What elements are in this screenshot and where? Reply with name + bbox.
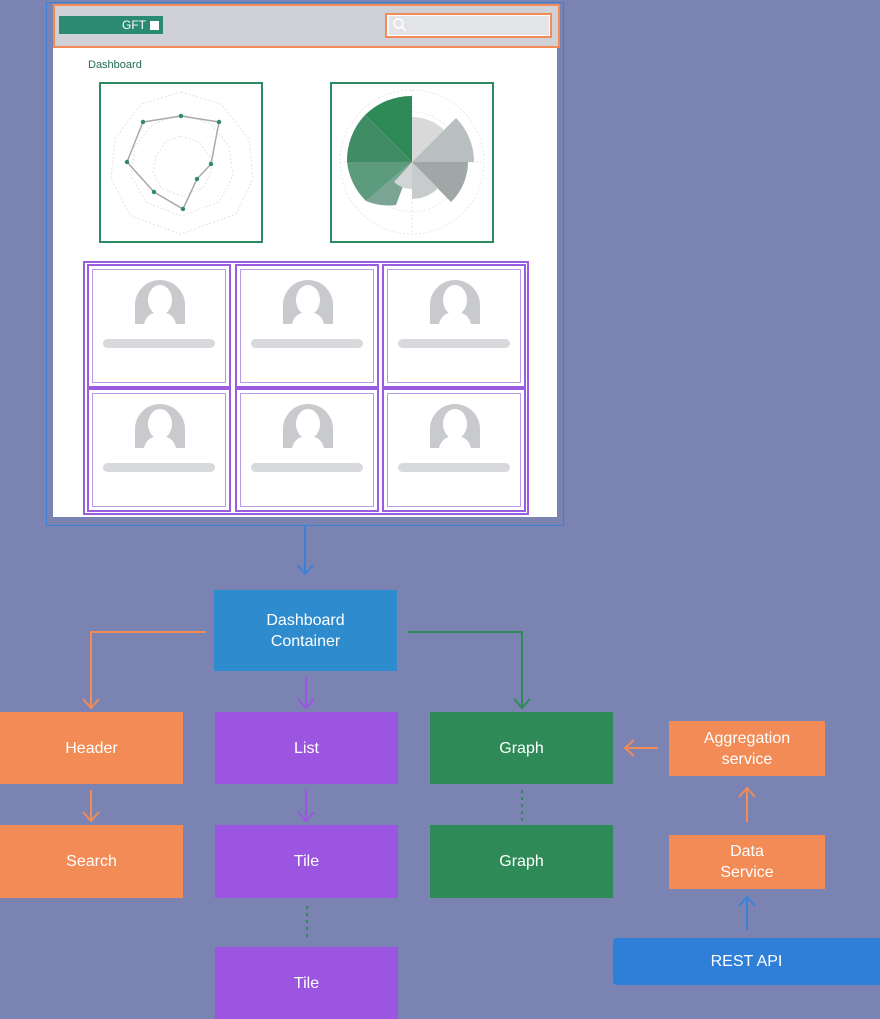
polar-chart-graphic — [339, 89, 485, 235]
avatar-placeholder-icon — [283, 404, 333, 448]
graph-node: Graph — [430, 825, 613, 898]
arrow-list-to-tile — [297, 790, 315, 823]
arrow-aggregation-to-graph — [623, 739, 658, 757]
radar-chart-graphic — [110, 91, 254, 235]
search-node: Search — [0, 825, 183, 898]
tile-text-placeholder — [251, 463, 363, 472]
avatar-placeholder-icon — [430, 280, 480, 324]
arrow-header-to-search — [82, 790, 100, 823]
rest-api-node: REST API — [613, 938, 880, 985]
mockup-tile[interactable] — [87, 388, 231, 512]
search-icon — [393, 18, 407, 32]
logo-square-icon — [150, 20, 159, 30]
node-label-line2: Container — [270, 632, 341, 650]
arrow-container-to-graph — [408, 631, 531, 710]
dashboard-mockup-frame — [46, 2, 564, 526]
tile-text-placeholder — [398, 463, 510, 472]
mockup-tile-list — [83, 261, 529, 515]
mockup-tile[interactable] — [235, 388, 379, 512]
node-label-line1: Aggregation — [703, 729, 791, 747]
avatar-placeholder-icon — [283, 280, 333, 324]
mockup-dashboard-title: Dashboard — [88, 59, 142, 71]
list-node: List — [215, 712, 398, 784]
tile-node: Tile — [215, 825, 398, 898]
avatar-placeholder-icon — [135, 404, 185, 448]
mockup-tile[interactable] — [235, 264, 379, 388]
mockup-tile[interactable] — [382, 388, 526, 512]
arrow-container-to-header — [82, 631, 206, 710]
avatar-placeholder-icon — [135, 280, 185, 324]
tile-text-placeholder — [398, 339, 510, 348]
arrow-mockup-to-container — [296, 526, 314, 576]
mockup-tile[interactable] — [87, 264, 231, 388]
tile-text-placeholder — [103, 339, 215, 348]
node-label-line2: Service — [720, 864, 774, 881]
arrow-restapi-to-dataservice — [738, 895, 756, 930]
arrow-container-to-list — [297, 677, 315, 710]
tile-text-placeholder — [251, 339, 363, 348]
mockup-search-input[interactable] — [389, 16, 549, 35]
mockup-logo: GFT — [59, 16, 163, 34]
avatar-placeholder-icon — [430, 404, 480, 448]
radar-chart-widget — [99, 82, 263, 243]
arrow-dataservice-to-aggregation — [738, 786, 756, 822]
logo-text: GFT — [122, 18, 146, 32]
polar-chart-widget — [330, 82, 494, 243]
node-label-line1: Dashboard — [266, 611, 345, 629]
header-node: Header — [0, 712, 183, 784]
node-label-line1: Data — [730, 843, 764, 860]
aggregation-service-node: Aggregation service — [669, 721, 825, 776]
node-label-line2: service — [721, 750, 773, 768]
tile-text-placeholder — [103, 463, 215, 472]
mockup-tile[interactable] — [382, 264, 526, 388]
graph-node: Graph — [430, 712, 613, 784]
tile-node: Tile — [215, 947, 398, 1019]
